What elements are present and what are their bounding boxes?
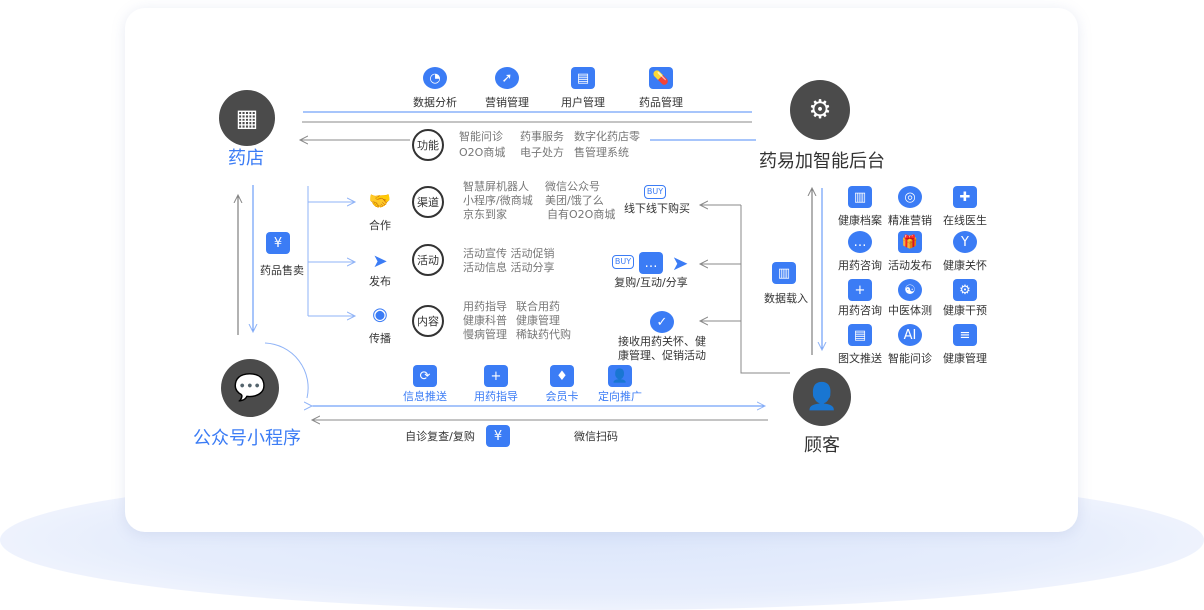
ring-1: 渠道 <box>412 186 444 218</box>
backend-feature-label[interactable]: 健康档案 <box>838 214 882 227</box>
pill-icon: 💊 <box>649 67 673 89</box>
ring-item: 活动信息 活动分享 <box>463 261 555 274</box>
backend-feature-label[interactable]: 精准营销 <box>888 214 932 227</box>
document-gear-icon: ≡ <box>953 324 977 346</box>
branch-label: 合作 <box>369 219 391 232</box>
backend-feature-label[interactable]: 用药咨询 <box>838 259 882 272</box>
ring-item: 健康科普 <box>463 314 507 327</box>
gift-icon: 🎁 <box>898 231 922 253</box>
medical-kit-icon: + <box>848 279 872 301</box>
handshake-icon: 🤝 <box>368 191 392 212</box>
store-icon: ▦ <box>219 90 275 146</box>
user-target-icon: 👤 <box>608 365 632 387</box>
revisit-label: 自诊复查/复购 <box>405 430 475 443</box>
article-icon: ▤ <box>848 324 872 346</box>
shopping-bag-icon: ¥ <box>486 425 510 447</box>
ring-item: 联合用药 <box>516 300 560 313</box>
ring-2: 活动 <box>412 244 444 276</box>
ring-item: 活动宣传 活动促销 <box>463 247 555 260</box>
customer-icon: 👤 <box>793 368 851 426</box>
customer-action-care-2: 康管理、促销活动 <box>618 349 706 362</box>
customer-action-care-1: 接收用药关怀、健 <box>618 335 706 348</box>
backend-feature-label[interactable]: 健康关怀 <box>943 259 987 272</box>
top-tool-label[interactable]: 药品管理 <box>639 96 683 109</box>
top-tool-label[interactable]: 用户管理 <box>561 96 605 109</box>
bottom-tool-label[interactable]: 会员卡 <box>545 390 579 403</box>
buy-icon: BUY <box>644 185 666 199</box>
message-icon: … <box>639 252 663 274</box>
backend-feature-label[interactable]: 活动发布 <box>888 259 932 272</box>
branch-label: 发布 <box>369 275 391 288</box>
ring-item: 自有O2O商城 <box>547 208 616 221</box>
data-screen-icon: ▥ <box>772 262 796 284</box>
ring-item: 药事服务 <box>520 130 564 143</box>
backend-feature-label[interactable]: 用药咨询 <box>838 304 882 317</box>
scan-label: 微信扫码 <box>574 430 618 443</box>
monitor-icon: ⚙ <box>790 80 850 140</box>
backend-feature-label[interactable]: 中医体测 <box>888 304 932 317</box>
backend-feature-label[interactable]: 智能问诊 <box>888 352 932 365</box>
ring-item: 微信公众号 <box>545 180 600 193</box>
ring-item: O2O商城 <box>459 146 506 159</box>
refresh-icon: ⟳ <box>413 365 437 387</box>
yin-yang-icon: ☯ <box>898 279 922 301</box>
bottom-tool-label[interactable]: 信息推送 <box>403 390 447 403</box>
compass-icon: ➚ <box>495 67 519 89</box>
pharmacy-label: 药店 <box>228 148 264 169</box>
top-tool-label[interactable]: 数据分析 <box>413 96 457 109</box>
buy-icon: BUY <box>612 255 634 269</box>
ring-item: 慢病管理 <box>463 328 507 341</box>
backend-feature-label[interactable]: 图文推送 <box>838 352 882 365</box>
top-tool-label[interactable]: 营销管理 <box>485 96 529 109</box>
pie-chart-icon: ◔ <box>423 67 447 89</box>
ring-item: 数字化药店零 <box>574 130 640 143</box>
ring-item: 小程序/微商城 <box>463 194 533 207</box>
ring-item: 健康管理 <box>516 314 560 327</box>
ring-item: 稀缺药代购 <box>516 328 571 341</box>
backend-feature-label[interactable]: 在线医生 <box>943 214 987 227</box>
drug-sale-label: 药品售卖 <box>260 264 304 277</box>
folders-icon: ▥ <box>848 186 872 208</box>
customer-label: 顾客 <box>804 435 840 456</box>
user-gear-icon: ⚙ <box>953 279 977 301</box>
sprout-icon: Y <box>953 231 977 253</box>
branch-label: 传播 <box>369 332 391 345</box>
bottom-tool-label[interactable]: 用药指导 <box>474 390 518 403</box>
ai-icon: AI <box>898 324 922 346</box>
diagram-card <box>125 8 1078 532</box>
ring-item: 京东到家 <box>463 208 507 221</box>
ring-item: 智能问诊 <box>459 130 503 143</box>
send-icon: ➤ <box>372 251 388 272</box>
wechat-label: 公众号小程序 <box>193 428 301 449</box>
vip-card-icon: ♦ <box>550 365 574 387</box>
backend-label: 药易加智能后台 <box>759 151 885 172</box>
doctor-icon: ✚ <box>953 186 977 208</box>
ring-0: 功能 <box>412 129 444 161</box>
ring-item: 美团/饿了么 <box>545 194 604 207</box>
customer-action-repurchase: 复购/互动/分享 <box>614 276 688 289</box>
ring-item: 售管理系统 <box>574 146 629 159</box>
shopping-bag-icon: ¥ <box>266 232 290 254</box>
backend-feature-label[interactable]: 健康管理 <box>943 352 987 365</box>
medical-kit-icon: + <box>484 365 508 387</box>
broadcast-icon: ◉ <box>372 304 388 325</box>
send-icon: ➤ <box>671 251 689 275</box>
data-load-label: 数据载入 <box>764 292 808 305</box>
wechat-icon: 💬 <box>221 359 279 417</box>
bottom-tool-label[interactable]: 定向推广 <box>598 390 642 403</box>
ring-3: 内容 <box>412 305 444 337</box>
chat-icon: … <box>848 231 872 253</box>
target-icon: ◎ <box>898 186 922 208</box>
ring-item: 智慧屏机器人 <box>463 180 529 193</box>
ring-item: 用药指导 <box>463 300 507 313</box>
cloud-check-icon: ✓ <box>650 311 674 333</box>
customer-action-offline: 线下线下购买 <box>624 202 690 215</box>
backend-feature-label[interactable]: 健康干预 <box>943 304 987 317</box>
ring-item: 电子处方 <box>520 146 564 159</box>
id-card-icon: ▤ <box>571 67 595 89</box>
